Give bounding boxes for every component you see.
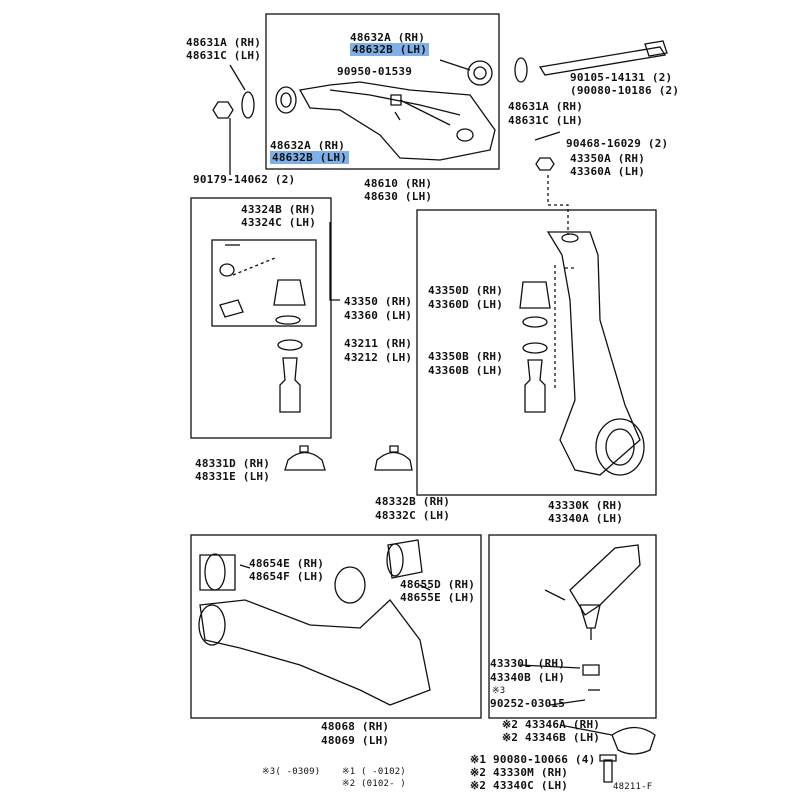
- arm-ball-joint: [579, 604, 601, 629]
- label-48655d: 48655D (RH): [400, 578, 476, 591]
- label-48068: 48068 (RH): [321, 720, 390, 733]
- label-48655e: 48655E (LH): [400, 591, 476, 604]
- label-43350: 43350 (RH): [344, 295, 413, 308]
- label-43350d: 43350D (RH): [428, 284, 504, 297]
- label-48630: 48630 (LH): [364, 190, 433, 203]
- label-48332b: 48332B (RH): [375, 495, 451, 508]
- upper-arm-box: [265, 13, 500, 170]
- label-90950: 90950-01539: [337, 65, 413, 78]
- upper-arm-bushing-front: [275, 86, 297, 114]
- knuckle-ball-joint: [524, 359, 546, 413]
- label-43324b: 43324B (RH): [241, 203, 317, 216]
- note-3: ※3( -0309): [262, 767, 321, 777]
- lower-bushing-rear: [334, 566, 366, 604]
- label-48069: 48069 (LH): [321, 734, 390, 747]
- label-48632b-top: 48632B (LH): [350, 43, 430, 56]
- label-43212: 43212 (LH): [344, 351, 413, 364]
- label-43211: 43211 (RH): [344, 337, 413, 350]
- label-48631a-right: 48631A (RH): [508, 100, 584, 113]
- label-90105: 90105-14131 (2): [570, 71, 673, 84]
- cam-plate-right: [514, 57, 528, 83]
- ball-joint-stud: [279, 357, 301, 413]
- note-1: ※1 ( -0102): [342, 767, 406, 777]
- label-90252: 90252-03015: [490, 697, 566, 710]
- label-43340a: 43340A (LH): [548, 512, 624, 525]
- label-43330m: ※2 43330M (RH): [470, 766, 569, 779]
- lower-control-arm: [199, 599, 431, 706]
- label-43350b: 43350B (RH): [428, 350, 504, 363]
- kit-pad: [219, 299, 244, 318]
- flange-bolt: [603, 759, 613, 783]
- label-48632b-bottom: 48632B (LH): [270, 151, 350, 164]
- label-90179: 90179-14062 (2): [193, 173, 296, 186]
- label-48631c-right: 48631C (LH): [508, 114, 584, 127]
- label-48631a-left: 48631A (RH): [186, 36, 262, 49]
- cam-plate-left: [241, 91, 255, 119]
- knuckle-boot: [519, 281, 551, 309]
- nut-left: [212, 101, 234, 119]
- lower-arm-box: [190, 534, 482, 719]
- label-90080-10066: ※1 90080-10066 (4): [470, 753, 596, 766]
- label-48332c: 48332C (LH): [375, 509, 451, 522]
- label-mark3: ※3: [492, 686, 506, 696]
- kit-nut: [219, 263, 235, 277]
- bump-stopper-1: [284, 451, 326, 471]
- label-90468: 90468-16029 (2): [566, 137, 669, 150]
- steering-knuckle-arm: [569, 544, 641, 616]
- label-48631c-left: 48631C (LH): [186, 49, 262, 62]
- label-43324c: 43324C (LH): [241, 216, 317, 229]
- dust-deflector: [611, 726, 656, 755]
- label-43360b: 43360B (LH): [428, 364, 504, 377]
- label-43330l: 43330L (RH): [490, 657, 566, 670]
- bump-stopper-2: [374, 451, 413, 471]
- knuckle-hub: [595, 418, 645, 476]
- label-43360: 43360 (LH): [344, 309, 413, 322]
- label-48654e: 48654E (RH): [249, 557, 325, 570]
- bushing-48654e: [199, 554, 236, 591]
- label-48331d: 48331D (RH): [195, 457, 271, 470]
- label-48632a-top: 48632A (RH): [350, 31, 426, 44]
- upper-arm-bushing-rear: [467, 60, 493, 86]
- lower-bushing-front: [198, 604, 226, 646]
- label-43360a: 43360A (LH): [570, 165, 646, 178]
- label-43346a: ※2 43346A (RH): [502, 718, 601, 731]
- label-43330k: 43330K (RH): [548, 499, 624, 512]
- label-48610: 48610 (RH): [364, 177, 433, 190]
- kit-boot: [273, 279, 306, 306]
- knuckle-box: [416, 209, 657, 496]
- castle-nut: [582, 664, 600, 676]
- label-43340c: ※2 43340C (LH): [470, 779, 569, 792]
- nut-right: [535, 157, 555, 171]
- figure-code: 48211-F: [613, 782, 653, 792]
- label-48331e: 48331E (LH): [195, 470, 271, 483]
- note-2: ※2 (0102- ): [342, 779, 406, 789]
- steering-knuckle: [546, 231, 641, 476]
- label-43340b: 43340B (LH): [490, 671, 566, 684]
- grease-fitting: [390, 94, 402, 106]
- label-48632a-bottom: 48632A (RH): [270, 139, 346, 152]
- label-43350a: 43350A (RH): [570, 152, 646, 165]
- label-90080-10186: (90080-10186 (2): [570, 84, 680, 97]
- steering-arm-box: [488, 534, 657, 719]
- bushing-48655d: [387, 539, 423, 579]
- label-48654f: 48654F (LH): [249, 570, 325, 583]
- ball-joint-kit-box: [190, 197, 332, 439]
- label-43360d: 43360D (LH): [428, 298, 504, 311]
- kit-bag: [211, 239, 317, 327]
- upper-control-arm: [298, 81, 496, 161]
- adjusting-bolt: [538, 46, 667, 76]
- snap-ring: [277, 339, 303, 351]
- label-43346b: ※2 43346B (LH): [502, 731, 601, 744]
